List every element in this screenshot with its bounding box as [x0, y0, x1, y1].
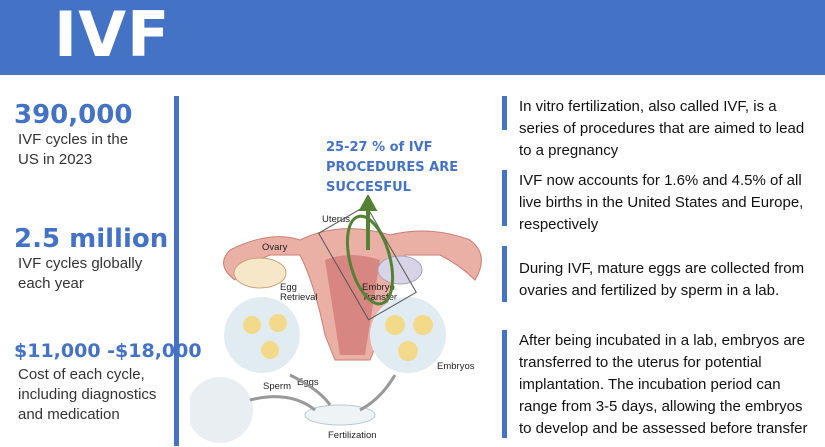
divider-left: [174, 96, 179, 446]
page-title: IVF: [54, 0, 171, 71]
ovary-shape: [233, 257, 287, 289]
stat-desc: and medication: [18, 406, 120, 423]
petri-dish: [304, 404, 376, 426]
fact-embryo-transfer: After being incubated in a lab, embryos …: [519, 332, 808, 437]
uterus-illustration: [223, 228, 482, 361]
stat-desc: each year: [18, 275, 84, 292]
highlight-ellipse: [345, 214, 395, 306]
fact-definition: In vitro fertilization, also called IVF,…: [519, 98, 805, 159]
success-rate-callout: 25-27 % of IVF PROCEDURES ARE SUCCESFUL: [326, 138, 458, 198]
divider-fact-2: [502, 170, 507, 226]
sperm-circle: [190, 377, 253, 443]
fact-egg-collection: During IVF, mature eggs are collected fr…: [519, 260, 805, 299]
stat-value: 390,000: [14, 100, 133, 130]
label-ovary: Ovary: [262, 242, 288, 253]
label-uterus: Uterus: [322, 214, 350, 225]
fact-live-births: IVF now accounts for 1.6% and 4.5% of al…: [519, 172, 804, 233]
divider-fact-3: [502, 246, 507, 302]
stat-desc: Cost of each cycle,: [18, 366, 145, 383]
stat-value: 2.5 million: [14, 224, 169, 254]
label-embryos: Embryos: [437, 361, 475, 372]
embryos-circle: [370, 297, 446, 373]
callout-line: 25-27 % of IVF: [326, 140, 433, 155]
stat-cost: $11,000 -$18,000 Cost of each cycle, incl…: [14, 340, 202, 425]
label-fertilization: Fertilization: [328, 430, 377, 441]
stat-desc: including diagnostics: [18, 386, 157, 403]
stat-value: $11,000 -$18,000: [14, 340, 202, 362]
stat-us-cycles: 390,000 IVF cycles in the US in 2023: [14, 100, 132, 170]
stat-desc: IVF cycles globally: [18, 255, 143, 272]
callout-line: PROCEDURES ARE: [326, 160, 459, 175]
eggs-circle: [224, 297, 300, 373]
stat-global-cycles: 2.5 million IVF cycles globally each year: [14, 224, 168, 294]
success-arrow-icon: [358, 195, 378, 250]
label-sperm: Sperm: [263, 381, 291, 392]
header-banner: IVF: [0, 0, 825, 75]
highlight-box: [317, 205, 417, 321]
label-eggs: Eggs: [297, 377, 319, 388]
stat-desc: IVF cycles in the: [18, 131, 129, 148]
callout-line: SUCCESFUL: [326, 180, 411, 195]
divider-fact-4: [502, 330, 507, 438]
stat-desc: US in 2023: [18, 151, 93, 168]
divider-fact-1: [502, 96, 507, 130]
